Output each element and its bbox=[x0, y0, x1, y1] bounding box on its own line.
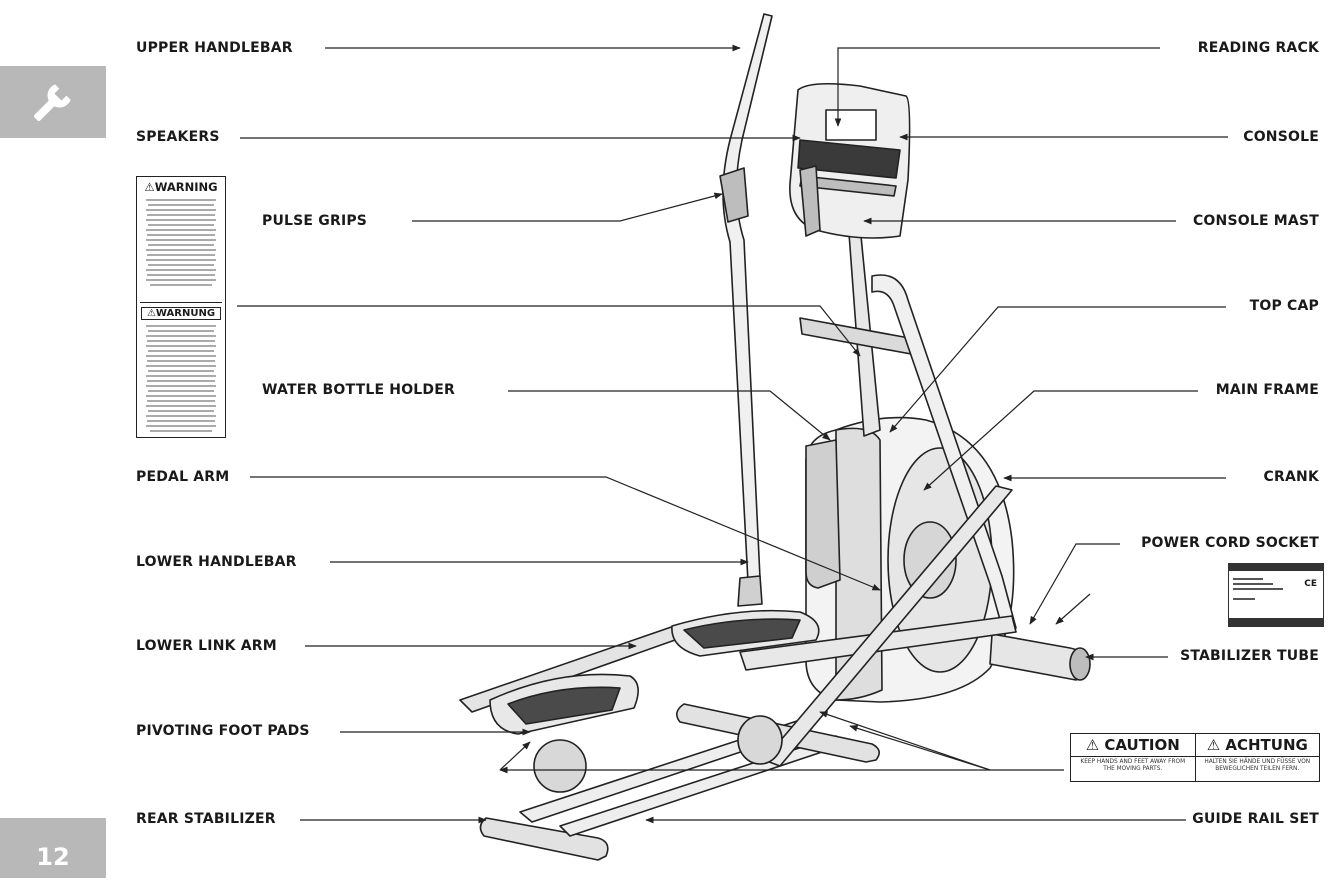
caution-sticker: ⚠ CAUTION KEEP HANDS AND FEET AWAY FROM … bbox=[1070, 733, 1320, 782]
tool-tab bbox=[0, 66, 106, 138]
caution-text: KEEP HANDS AND FEET AWAY FROM THE MOVING… bbox=[1080, 759, 1186, 772]
pedal-arm-shape bbox=[739, 485, 1017, 767]
label-pivoting-foot-pads: PIVOTING FOOT PADS bbox=[136, 723, 310, 739]
achtung-text: HALTEN SIE HÄNDE UND FÜSSE VON BEWEGLICH… bbox=[1204, 759, 1311, 772]
leader-power-cord bbox=[1029, 543, 1120, 625]
label-rear-stabilizer: REAR STABILIZER bbox=[136, 811, 276, 827]
wrench-icon bbox=[34, 84, 71, 121]
warning-fine-print bbox=[137, 196, 225, 298]
ce-mark: CE bbox=[1304, 579, 1317, 589]
label-crank: CRANK bbox=[1263, 469, 1319, 485]
label-reading-rack: READING RACK bbox=[1197, 40, 1319, 56]
label-guide-rail-set: GUIDE RAIL SET bbox=[1192, 811, 1319, 827]
certification-label: CE bbox=[1228, 563, 1324, 627]
leader-pulse-grips bbox=[412, 192, 723, 222]
label-top-cap: TOP CAP bbox=[1249, 298, 1319, 314]
label-main-frame: MAIN FRAME bbox=[1215, 382, 1319, 398]
leader-foot-pads-2 bbox=[499, 741, 531, 771]
label-pulse-grips: PULSE GRIPS bbox=[262, 213, 368, 229]
label-water-bottle-holder: WATER BOTTLE HOLDER bbox=[262, 382, 455, 398]
label-lower-link-arm: LOWER LINK ARM bbox=[136, 638, 277, 654]
elliptical-diagram bbox=[237, 13, 1228, 861]
leader-lines bbox=[237, 44, 1228, 824]
label-speakers: SPEAKERS bbox=[136, 129, 220, 145]
achtung-heading: ⚠ ACHTUNG bbox=[1195, 734, 1319, 757]
leader-pedal-arm bbox=[250, 476, 881, 591]
caution-heading: ⚠ CAUTION bbox=[1071, 734, 1195, 757]
warning-heading-de: ⚠WARNUNG bbox=[141, 306, 221, 320]
leader-main-frame bbox=[923, 390, 1198, 491]
label-pedal-arm: PEDAL ARM bbox=[136, 469, 230, 485]
leader-caution-2 bbox=[819, 711, 991, 771]
machine-illustration bbox=[459, 13, 1091, 861]
foot-pad-right bbox=[671, 609, 820, 765]
leader-water-bottle bbox=[508, 390, 831, 441]
rear-stabilizer-shape bbox=[479, 817, 609, 861]
label-lower-handlebar: LOWER HANDLEBAR bbox=[136, 554, 297, 570]
leader-reading-rack bbox=[834, 47, 1160, 127]
label-upper-handlebar: UPPER HANDLEBAR bbox=[136, 40, 293, 56]
foot-pad-left bbox=[489, 673, 639, 793]
label-console-mast: CONSOLE MAST bbox=[1192, 213, 1319, 229]
warning-heading: ⚠WARNING bbox=[144, 180, 218, 194]
label-stabilizer-tube: STABILIZER TUBE bbox=[1180, 648, 1319, 664]
left-handlebar-shape bbox=[719, 13, 773, 607]
label-power-cord-socket: POWER CORD SOCKET bbox=[1141, 535, 1319, 551]
leader-warning bbox=[237, 305, 861, 357]
water-bottle-holder-shape bbox=[805, 439, 841, 589]
stabilizer-tube-shape bbox=[989, 633, 1091, 681]
leader-power-cord-2 bbox=[1055, 593, 1091, 625]
label-console: CONSOLE bbox=[1243, 129, 1319, 145]
warning-sticker: ⚠WARNING ⚠WARNUNG bbox=[136, 176, 226, 438]
page-number: 12 bbox=[0, 818, 106, 878]
leader-top-cap bbox=[889, 306, 1226, 433]
console-shape bbox=[789, 82, 911, 239]
